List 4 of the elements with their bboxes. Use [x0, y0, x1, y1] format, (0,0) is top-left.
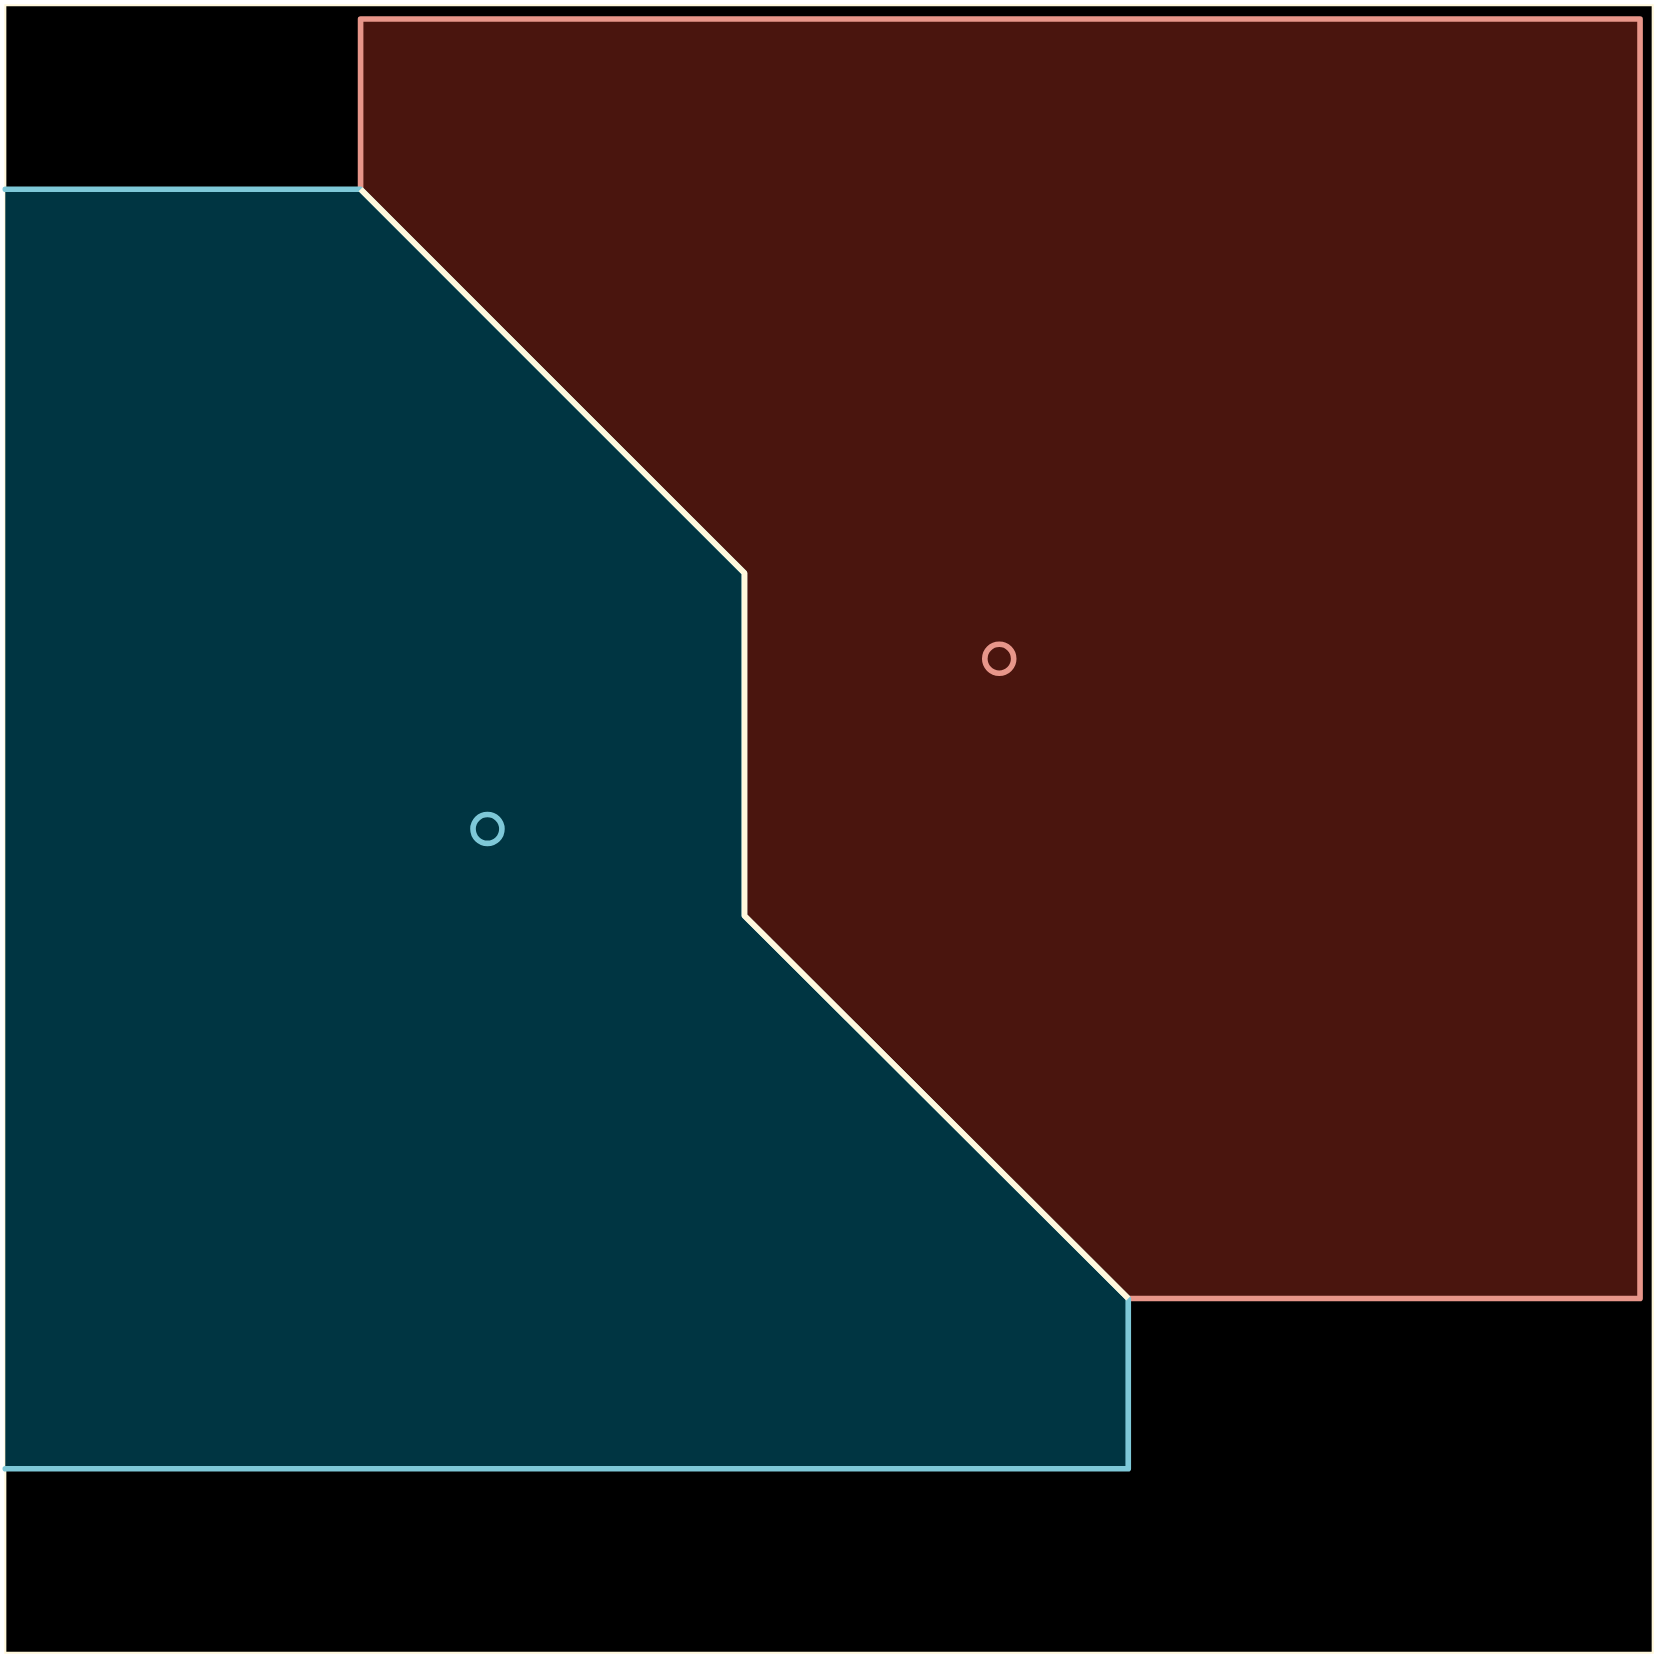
site-circle [470, 811, 505, 847]
region-polygon [357, 16, 1643, 1302]
site-circle [981, 641, 1017, 677]
region-polygon [2, 186, 1132, 1472]
